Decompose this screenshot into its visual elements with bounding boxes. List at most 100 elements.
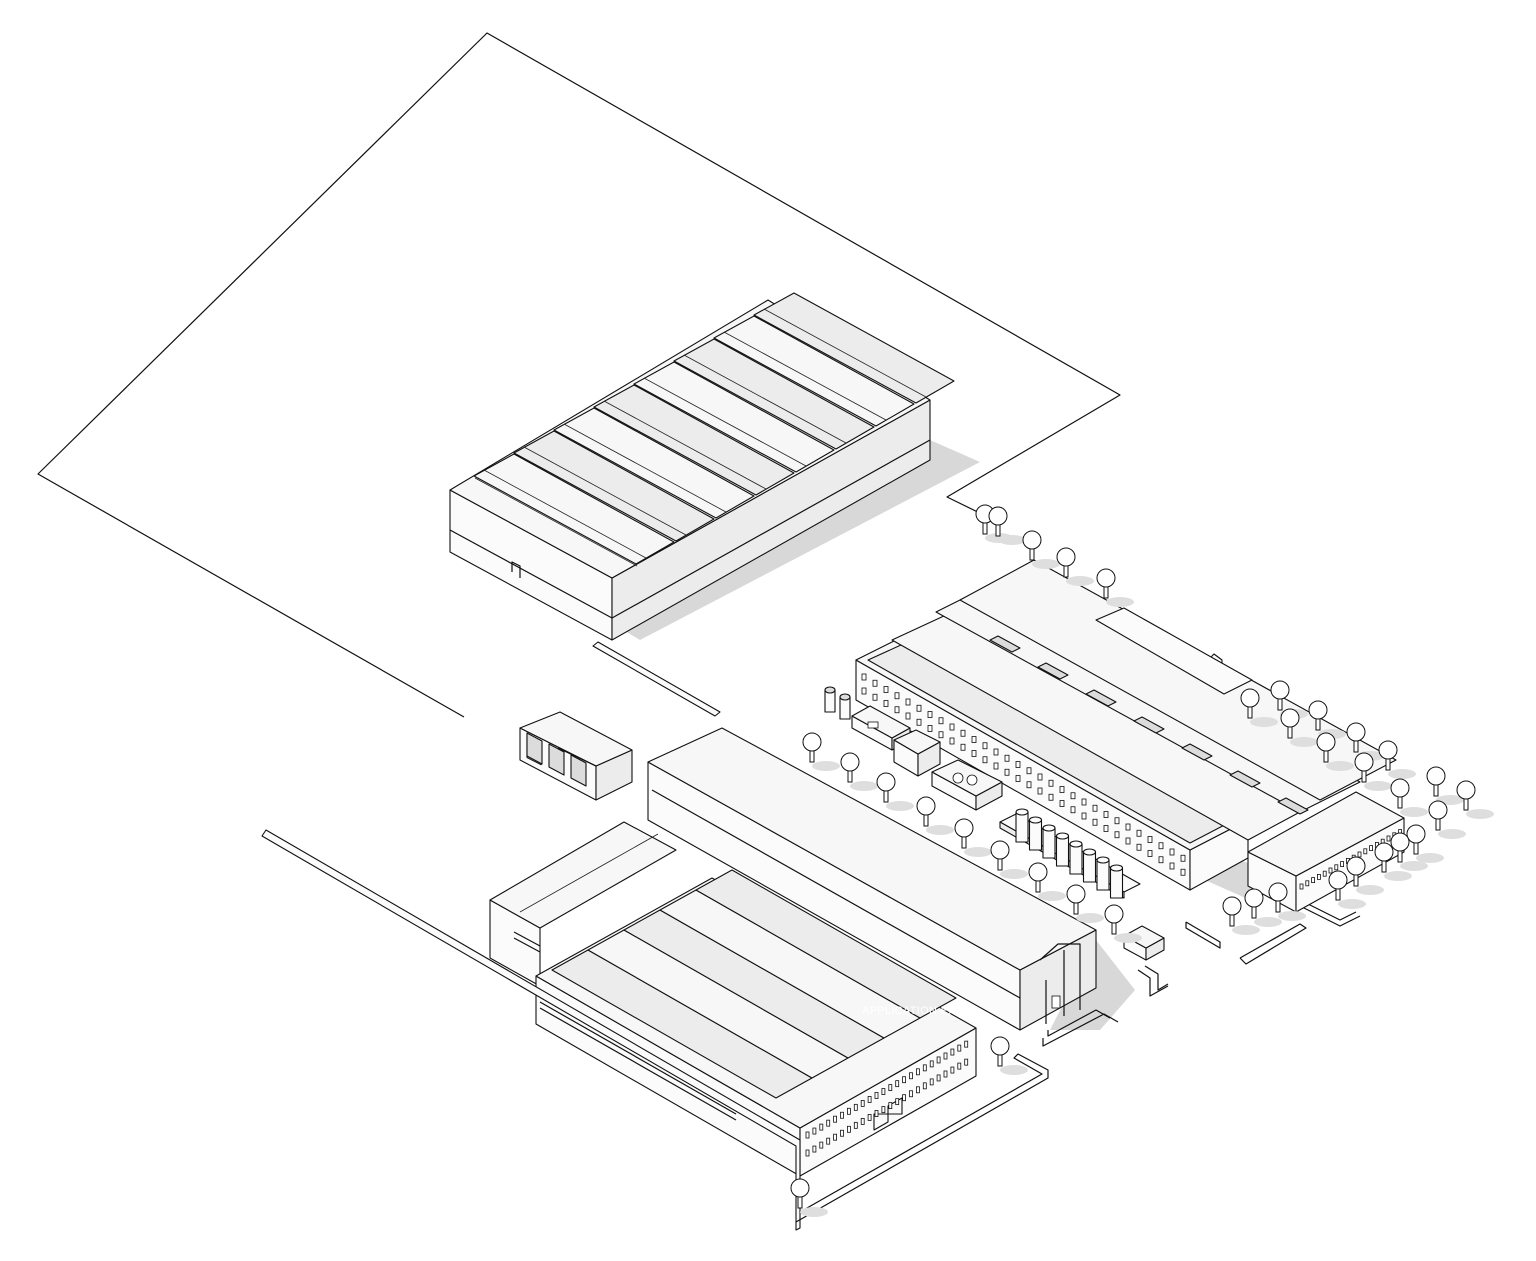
window [872,693,878,701]
hall-gable-front [1039,943,1081,1024]
window [1305,880,1310,887]
window [888,1102,893,1109]
window [1322,870,1327,877]
window [950,1066,955,1074]
window [957,1044,962,1052]
window [909,1072,913,1080]
tree-crown [1316,732,1336,752]
tree-shadow [886,801,914,811]
window [909,1090,913,1098]
tree-crown [1104,904,1124,924]
tree-crown [1270,680,1290,700]
tree-shadow [964,847,992,857]
window [971,750,977,757]
silo [1096,859,1110,891]
window [1114,817,1120,825]
window [1004,754,1010,762]
window [936,1074,941,1082]
tree-crown [1280,708,1300,728]
window [964,1058,969,1066]
window [1386,835,1391,842]
tree-shadow [1038,891,1066,901]
skylight [1229,770,1261,788]
window [1180,854,1186,862]
silo-top [1042,824,1056,832]
window [982,756,988,764]
window [826,1137,831,1145]
window [1299,883,1304,890]
silo-top [1096,856,1110,864]
tree-crown [1428,800,1448,820]
window [950,1048,955,1056]
warehouse-roof-bays [473,292,955,565]
tree-crown [1222,896,1242,916]
tree-crown [802,732,822,752]
window [805,1131,810,1139]
window [936,1056,941,1064]
roof-bay [713,315,915,427]
window [929,1078,934,1086]
skylight [1277,797,1309,815]
window [1125,837,1131,845]
window [847,1107,851,1115]
window [982,742,988,750]
tree-shadow [998,535,1026,545]
window [916,704,922,712]
silo [1015,811,1029,843]
window [1340,861,1344,867]
window [993,762,999,770]
window [1015,761,1021,768]
lower-roof-bay [695,869,957,1019]
window [960,729,966,737]
window [1158,856,1164,864]
window [1004,768,1010,776]
silo [1028,819,1043,851]
window [819,1123,824,1131]
window [1357,851,1362,858]
tree-shadow [1232,925,1260,935]
window [1081,812,1087,820]
window [819,1141,824,1149]
tree-crown [988,506,1008,526]
window [1317,874,1321,880]
window [1048,793,1054,801]
tree-shadow [1106,597,1134,607]
window [874,1092,879,1099]
tree-shadow [1356,885,1384,895]
window [853,1121,858,1129]
tank-top [824,686,836,694]
silo-top [1109,864,1124,872]
window [1334,864,1339,871]
silo [1069,843,1083,875]
window [1026,767,1032,775]
tree-crown [840,752,860,772]
roof-bay-ridge [763,308,927,398]
tanks-left [824,686,851,720]
window [883,686,889,693]
trees [790,504,1494,1217]
tree-crown [1096,568,1116,588]
tree-shadow [1066,576,1094,586]
roof-bay [753,292,955,404]
window [895,1098,900,1106]
tree-crown [1056,547,1076,567]
skylight [1037,662,1069,680]
roof-bay-ridge [483,469,647,559]
skylight [989,635,1021,653]
window [1092,804,1098,812]
tree-crown [1390,832,1410,852]
tree-crown [1390,778,1410,798]
window [957,1062,962,1070]
window [943,1052,948,1060]
lower-production-hall [489,821,977,1177]
window [1103,825,1109,832]
tree-crown [916,796,936,816]
window [1114,831,1120,839]
window [1059,786,1065,793]
window [1037,773,1043,781]
window [867,1114,872,1121]
silo-top [1082,848,1097,856]
tree-crown [1028,862,1048,882]
tree-crown [1374,842,1394,862]
silo [1109,867,1124,899]
